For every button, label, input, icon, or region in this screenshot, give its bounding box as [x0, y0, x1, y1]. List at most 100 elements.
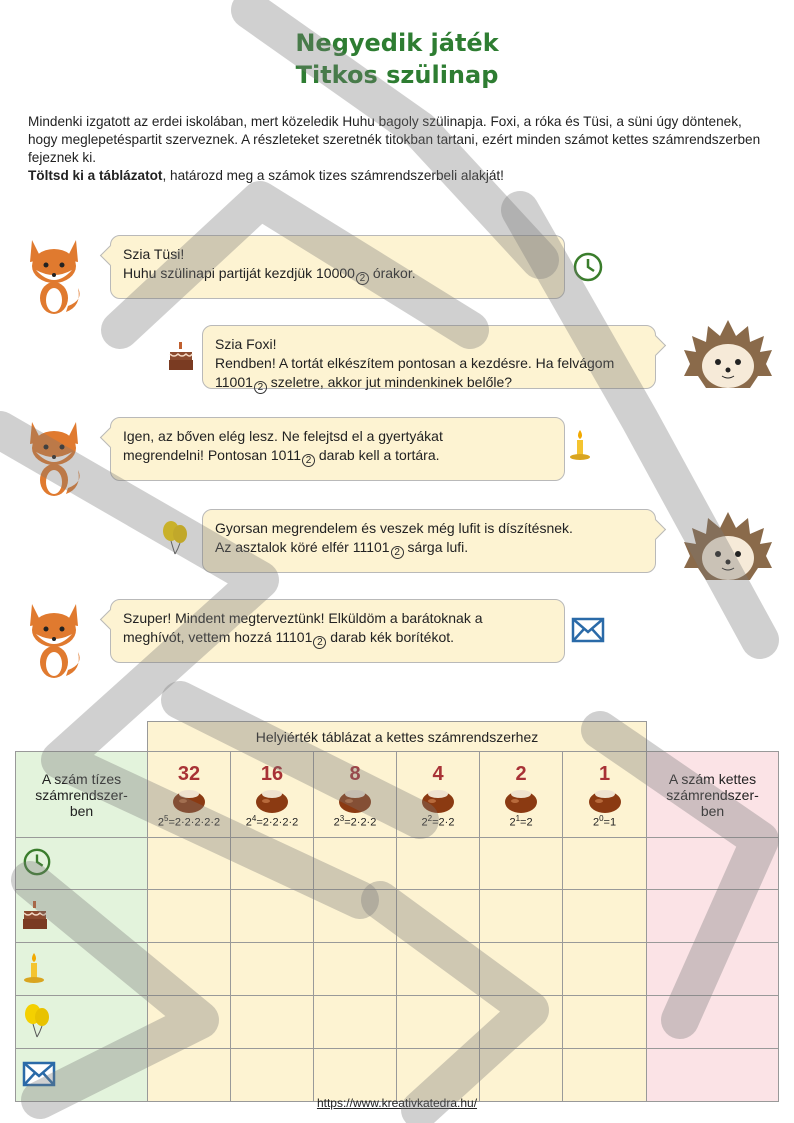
base-subscript: 2: [301, 454, 315, 467]
place-value-16: 16 24=2·2·2·2: [230, 751, 314, 838]
bubble-tail: [99, 426, 122, 449]
place-value: 32: [177, 762, 201, 785]
bubble-text: Az asztalok köré elfér: [215, 539, 353, 555]
bubble-text: darab kell a tortára.: [314, 447, 440, 463]
binary-number: 11101: [275, 629, 313, 645]
bubble-line-1: Szuper! Mindent megterveztünk! Elküldöm …: [123, 610, 483, 626]
speech-bubble-2: Szia Foxi! Rendben! A tortát elkészítem …: [202, 325, 667, 394]
digit-cell[interactable]: [396, 837, 480, 890]
digit-cell[interactable]: [396, 889, 480, 943]
base-subscript: 2: [253, 381, 267, 394]
digit-cell[interactable]: [562, 889, 647, 943]
digit-cell[interactable]: [147, 942, 231, 996]
row-label: [15, 995, 148, 1049]
bubble-text: megrendelni! Pontosan: [123, 447, 271, 463]
place-value: 8: [349, 762, 361, 785]
digit-cell[interactable]: [147, 995, 231, 1049]
place-value-2: 2 21=2: [479, 751, 563, 838]
fox-icon: [30, 240, 80, 314]
place-value: 16: [260, 762, 284, 785]
binary-number: 10000: [316, 265, 355, 281]
bubble-text: darab kék borítékot.: [326, 629, 455, 645]
chestnut-icon: [173, 789, 205, 813]
binary-answer-cell[interactable]: [646, 837, 779, 890]
digit-cell[interactable]: [479, 889, 563, 943]
power-expression: 21=2: [509, 813, 533, 829]
intro-task-rest: , határozd meg a számok tizes számrendsz…: [162, 168, 504, 183]
digit-cell[interactable]: [396, 995, 480, 1049]
binary-answer-cell[interactable]: [646, 995, 779, 1049]
envelope-icon: [571, 617, 605, 643]
digit-cell[interactable]: [479, 995, 563, 1049]
power-expression: 25=2·2·2·2·2: [157, 813, 221, 829]
intro-paragraph: Mindenki izgatott az erdei iskolában, me…: [28, 113, 768, 185]
cake-icon: [23, 900, 47, 929]
digit-cell[interactable]: [396, 942, 480, 996]
digit-cell[interactable]: [230, 995, 314, 1049]
digit-cell[interactable]: [230, 1048, 314, 1102]
bubble-text: meghívót, vettem hozzá: [123, 629, 276, 645]
digit-cell[interactable]: [562, 942, 647, 996]
digit-cell[interactable]: [562, 995, 647, 1049]
binary-answer-cell[interactable]: [646, 889, 779, 943]
place-value-8: 8 23=2·2·2: [313, 751, 397, 838]
power-expression: 24=2·2·2·2: [245, 813, 299, 829]
bubble-text: szeletre, akkor jut mindenkinek belőle?: [266, 374, 513, 390]
digit-cell[interactable]: [313, 942, 397, 996]
balloon-icon: [25, 1003, 49, 1037]
digit-cell[interactable]: [147, 1048, 231, 1102]
digit-cell[interactable]: [479, 942, 563, 996]
digit-cell[interactable]: [147, 889, 231, 943]
digit-cell[interactable]: [396, 1048, 480, 1102]
digit-cell[interactable]: [313, 995, 397, 1049]
intro-task-bold: Töltsd ki a táblázatot: [28, 168, 163, 183]
hedgehog-icon: [684, 320, 772, 388]
row-label: [15, 1048, 148, 1102]
binary-number: 11001: [215, 374, 253, 390]
fox-icon: [30, 422, 80, 496]
table-corner: [16, 722, 148, 752]
digit-cell[interactable]: [479, 837, 563, 890]
speech-bubble-3: Igen, az bőven elég lesz. Ne felejtsd el…: [99, 417, 565, 481]
candle-icon: [24, 952, 44, 983]
digit-cell[interactable]: [562, 1048, 647, 1102]
place-value-4: 4 22=2·2: [396, 751, 480, 838]
bubble-text: Huhu szülinapi partiját kezdjük: [123, 265, 316, 281]
title-line-2: Titkos szülinap: [295, 61, 499, 89]
binary-number: 1011: [270, 447, 301, 463]
base-subscript: 2: [313, 636, 327, 649]
digit-cell[interactable]: [313, 837, 397, 890]
table-row: [15, 995, 779, 1049]
binary-answer-cell[interactable]: [646, 1048, 779, 1102]
bubble-line-1: Szia Tüsi!: [123, 246, 185, 262]
binary-answer-cell[interactable]: [646, 942, 779, 996]
place-value: 4: [432, 762, 444, 785]
clock-icon: [573, 252, 603, 282]
chestnut-icon: [339, 789, 371, 813]
digit-cell[interactable]: [479, 1048, 563, 1102]
footer-link[interactable]: https://www.kreativkatedra.hu/: [316, 1096, 478, 1110]
chestnut-icon: [505, 789, 537, 813]
hedgehog-icon: [684, 512, 772, 580]
digit-cell[interactable]: [230, 942, 314, 996]
digit-cell[interactable]: [313, 1048, 397, 1102]
base-subscript: 2: [390, 546, 404, 559]
table-row: [15, 942, 779, 996]
table-row: [15, 889, 779, 943]
digit-cell[interactable]: [230, 837, 314, 890]
bubble-tail: [99, 244, 122, 267]
row-label: [15, 837, 148, 890]
intro-text: Mindenki izgatott az erdei iskolában, me…: [28, 114, 761, 165]
footer: https://www.kreativkatedra.hu/: [0, 1096, 794, 1110]
digit-cell[interactable]: [313, 889, 397, 943]
binary-column-header: A szám kettes számrendszer-ben: [646, 751, 779, 838]
speech-bubble-1: Szia Tüsi! Huhu szülinapi partiját kezdj…: [99, 235, 565, 299]
bubble-text: sárga lufi.: [403, 539, 469, 555]
bubble-tail: [644, 334, 667, 357]
digit-cell[interactable]: [147, 837, 231, 890]
title-line-1: Negyedik játék: [295, 29, 499, 57]
power-expression: 23=2·2·2: [333, 813, 377, 829]
bubble-line-1: Gyorsan megrendelem és veszek még lufit …: [215, 520, 573, 536]
digit-cell[interactable]: [230, 889, 314, 943]
digit-cell[interactable]: [562, 837, 647, 890]
